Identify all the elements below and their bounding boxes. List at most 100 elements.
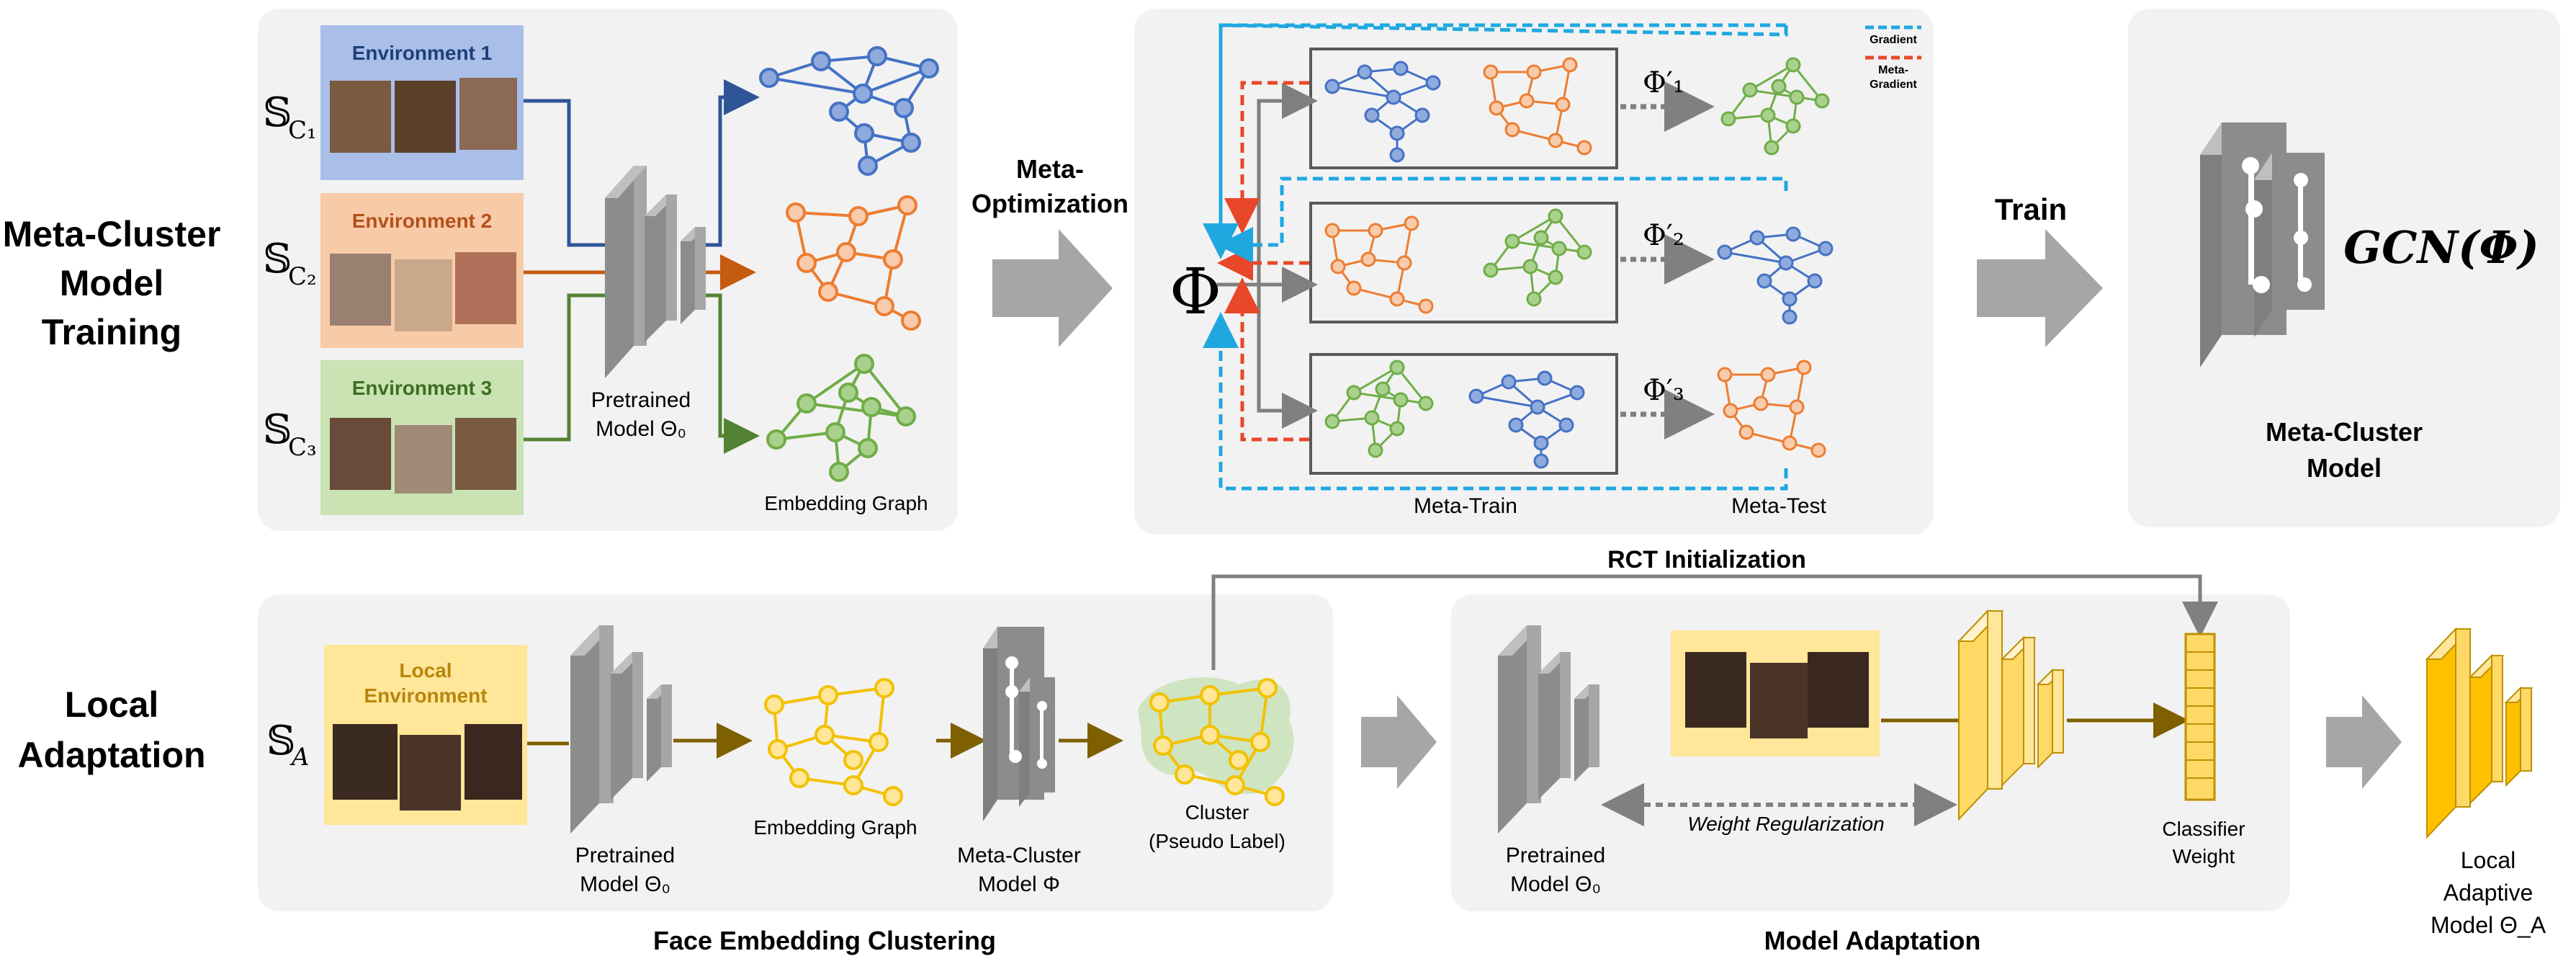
embedding-graph-label-bottom: Embedding Graph [753, 816, 917, 839]
svg-text:A: A [290, 743, 310, 772]
pretrained-model-icon [570, 625, 672, 834]
meta-cluster-model-label-1: Meta-Cluster [2266, 417, 2423, 447]
train-arrow [1977, 229, 2103, 347]
embedding-graph-blue [759, 46, 939, 176]
svg-text:Environment 2: Environment 2 [352, 210, 492, 232]
svg-text:C₃: C₃ [288, 433, 317, 462]
pretrained-bottom-label-2: Model Θ₀ [580, 872, 670, 896]
model-adaptation-label: Model Adaptation [1764, 926, 1981, 955]
svg-text:Training: Training [42, 312, 181, 352]
cluster-label-1: Cluster [1185, 801, 1249, 823]
svg-text:Meta-Cluster: Meta-Cluster [3, 214, 221, 254]
svg-text:Model: Model [60, 263, 163, 303]
mini-graph-orange [1483, 57, 1592, 156]
train-label: Train [1995, 192, 2067, 226]
meta-cluster-model-icon [983, 627, 1055, 821]
face-embedding-clustering-label: Face Embedding Clustering [653, 926, 996, 955]
face-photo [330, 418, 391, 490]
pretrained-label-2: Model Θ₀ [596, 417, 686, 441]
mini-graph-green [1483, 208, 1592, 307]
cluster-graph [1138, 677, 1294, 806]
embedding-graph-orange [786, 195, 921, 331]
meta-task-box-2 [1309, 202, 1618, 323]
pretrained-bottom-label-1: Pretrained [575, 844, 675, 867]
svg-text:C₁: C₁ [288, 116, 317, 145]
environment-2: Environment 2 [320, 193, 524, 348]
face-photo [455, 418, 516, 490]
classifier-label-1: Classifier [2162, 818, 2245, 840]
face-photo [330, 81, 391, 153]
embedding-graph-yellow [764, 678, 903, 806]
weight-regularization-label: Weight Regularization [1687, 813, 1884, 835]
local-adaptive-model-icon [2425, 627, 2534, 839]
cluster-label-2: (Pseudo Label) [1149, 830, 1285, 852]
svg-text:𝕊: 𝕊 [263, 236, 292, 282]
local-adaptive-label-2: Adaptive [2443, 880, 2534, 906]
mini-graph-green [1720, 57, 1830, 156]
rct-arrow [1211, 574, 2218, 670]
meta-train-label: Meta-Train [1414, 494, 1517, 518]
svg-text:Adaptation: Adaptation [17, 735, 205, 775]
face-photo [395, 259, 452, 331]
svg-text:Meta-: Meta- [1878, 64, 1908, 76]
meta-test-label: Meta-Test [1731, 494, 1826, 518]
adaptive-model-icon [1957, 609, 2065, 821]
svg-text:𝕊: 𝕊 [263, 406, 292, 453]
phi-prime-2: Φ′₂ [1643, 219, 1684, 252]
set-symbol-c1: 𝕊C₁ [263, 89, 317, 145]
mini-graph-orange [1324, 215, 1434, 314]
face-photo [330, 254, 391, 326]
svg-text:Environment 1: Environment 1 [352, 42, 492, 64]
face-photo [1685, 652, 1746, 728]
row-label-bottom: Local Adaptation [17, 684, 205, 775]
svg-text:C₂: C₂ [288, 262, 317, 291]
local-adaptive-label-1: Local [2461, 847, 2516, 873]
env1-arrow [524, 99, 605, 247]
classifier-label-2: Weight [2173, 845, 2235, 867]
svg-text:Gradient: Gradient [1870, 79, 1917, 91]
meta-optimization-label-1: Meta- [1016, 154, 1084, 184]
gcn-model-icon [2200, 122, 2325, 367]
meta-cluster-bottom-label-1: Meta-Cluster [957, 844, 1081, 867]
embedding-graph-label: Embedding Graph [764, 492, 928, 514]
set-symbol-a: 𝕊A [266, 718, 310, 772]
face-photo [455, 252, 516, 324]
set-symbol-c3: 𝕊C₃ [263, 406, 317, 462]
pretrained-adapt-label-2: Model Θ₀ [1510, 872, 1601, 896]
local-adaptive-label-3: Model Θ_A [2431, 912, 2546, 938]
face-photo [400, 735, 461, 811]
adaptation-faces [1671, 630, 1880, 756]
svg-text:Local: Local [399, 659, 452, 682]
environment-1: Environment 1 [320, 25, 524, 180]
meta-optimization-arrow [992, 229, 1113, 347]
environment-3: Environment 3 [320, 360, 524, 515]
face-photo [333, 724, 398, 800]
phi-prime-1: Φ′₁ [1643, 66, 1684, 99]
face-photo [395, 425, 452, 494]
svg-text:Gradient: Gradient [1870, 34, 1917, 46]
face-photo [465, 724, 522, 800]
meta-cluster-model-label-2: Model [2307, 453, 2382, 483]
clustering-to-adaptation-arrow [1361, 695, 1437, 789]
face-photo [395, 81, 456, 153]
adaptation-to-local-arrow [2326, 695, 2402, 789]
phi-prime-3: Φ′₃ [1643, 374, 1684, 407]
local-environment: Local Environment [324, 645, 527, 825]
row-label-top: Meta-Cluster Model Training [3, 214, 221, 352]
mini-graph-orange [1717, 360, 1826, 458]
face-photo [459, 78, 517, 150]
pretrained-adapt-label-1: Pretrained [1506, 844, 1605, 867]
svg-text:Environment 3: Environment 3 [352, 377, 492, 399]
svg-text:𝕊: 𝕊 [266, 718, 295, 764]
pretrained-model-icon [605, 166, 706, 378]
mini-graph-blue [1324, 61, 1441, 163]
env3-arrow [524, 293, 605, 442]
pretrained-model-icon [1498, 625, 1599, 834]
meta-optimization-label-2: Optimization [971, 189, 1128, 218]
svg-text:Local: Local [65, 684, 159, 725]
rct-initialization-label: RCT Initialization [1607, 546, 1806, 573]
set-symbol-c2: 𝕊C₂ [263, 236, 317, 291]
svg-text:Environment: Environment [364, 684, 487, 707]
face-photo [1808, 652, 1869, 728]
